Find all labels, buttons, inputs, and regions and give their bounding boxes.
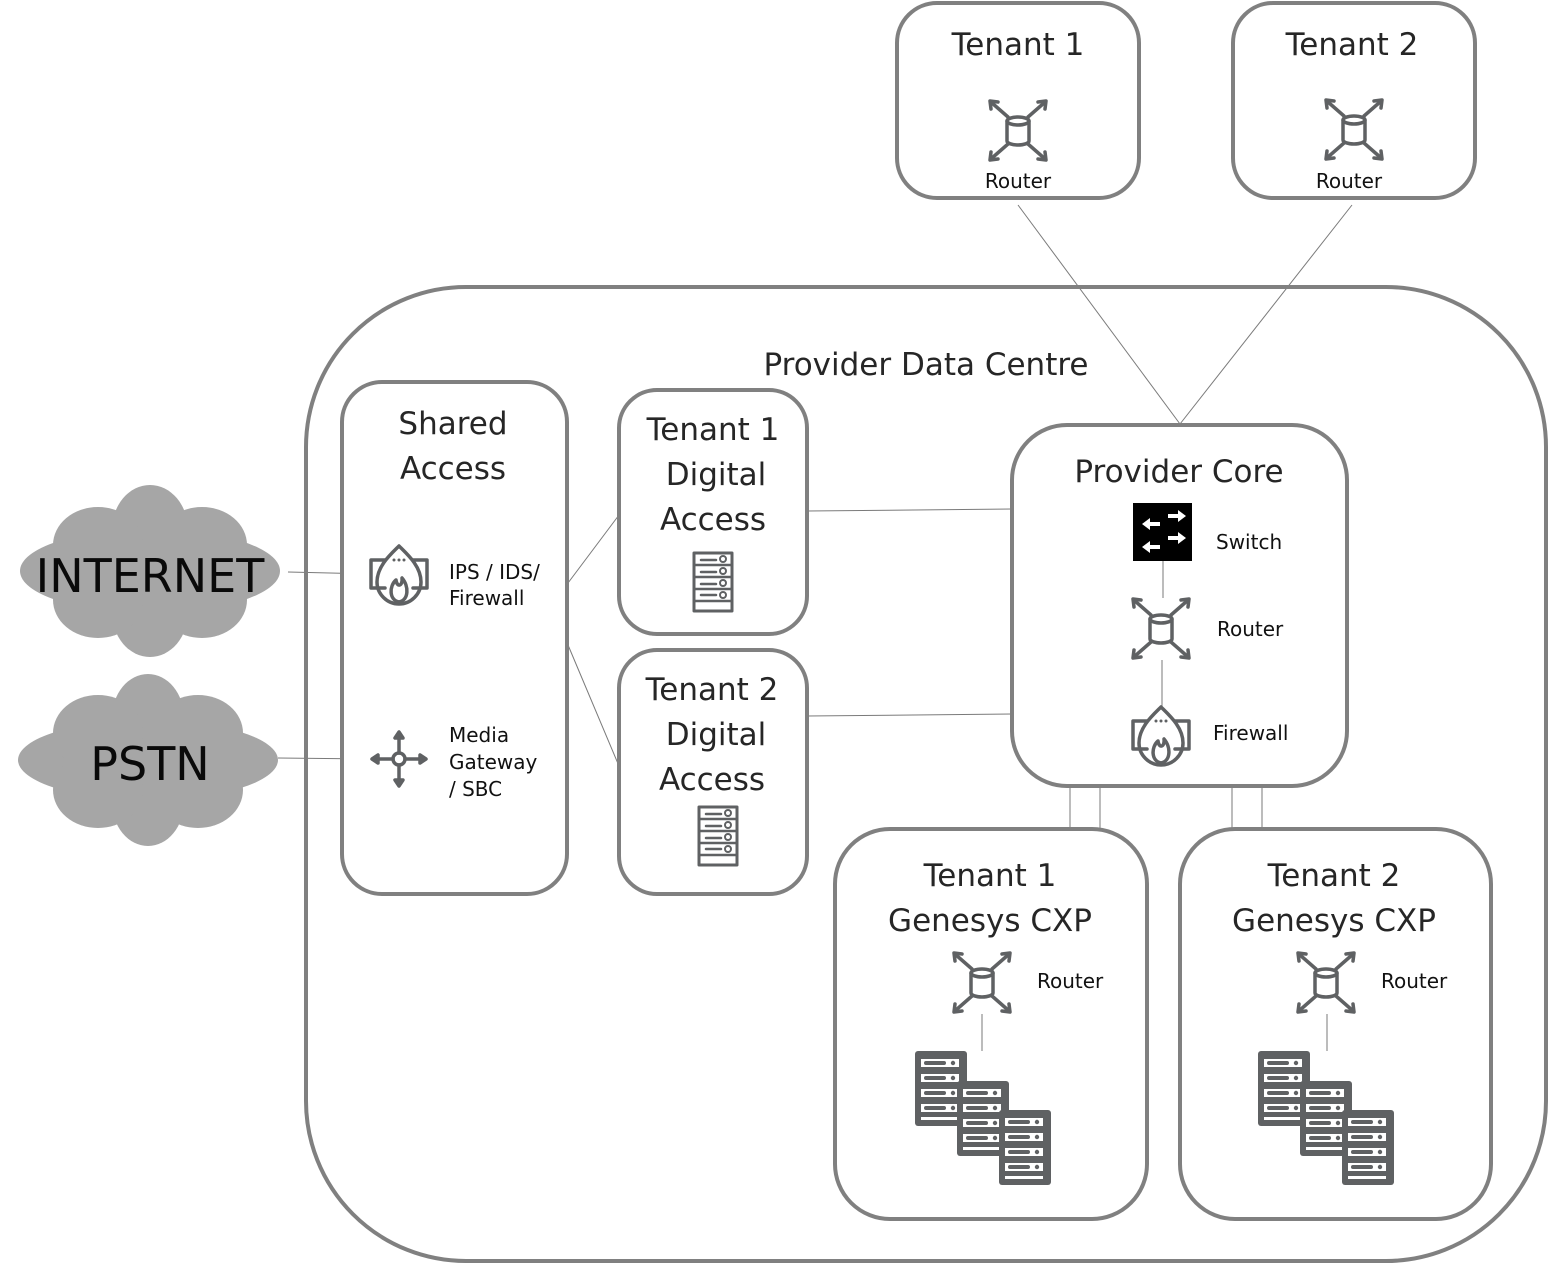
core-router-label: Router [1217, 617, 1284, 641]
tenant-1-digital-access-line1: Tenant 1 [646, 412, 780, 448]
shared-access-title-line2: Access [400, 451, 506, 487]
ips-ids-firewall-label-line1: IPS / IDS/ [449, 560, 540, 584]
provider-data-centre: Provider Data Centre [304, 285, 1548, 1263]
tenant-1-digital-access-line3: Access [660, 502, 766, 538]
media-gateway-label-line2: Gateway [449, 750, 538, 774]
connections [277, 204, 1353, 829]
media-gateway-label-line1: Media [449, 723, 509, 747]
external-tenant-1-title: Tenant 1 [951, 27, 1085, 63]
tenant-2-genesys-router-label: Router [1381, 969, 1448, 993]
pstn-label: PSTN [90, 737, 209, 791]
shared-access-title-line1: Shared [398, 406, 507, 442]
tenant-1-genesys-cxp[interactable]: Tenant 1 Genesys CXP Router [833, 827, 1149, 1221]
ips-ids-firewall-label-line2: Firewall [449, 586, 524, 610]
tenant-2-digital-access-line1: Tenant 2 [645, 672, 779, 708]
link-shared-to-tenant2-digital [567, 644, 620, 767]
tenant-2-genesys-line1: Tenant 2 [1267, 858, 1401, 894]
tenant-2-digital-access-line3: Access [659, 762, 765, 798]
link-tenant2-router-to-core [1179, 204, 1353, 425]
switch-icon [1133, 503, 1192, 561]
tenant-1-digital-access[interactable]: Tenant 1 Digital Access [617, 388, 809, 636]
external-tenant-2[interactable]: Tenant 2 Router [1231, 1, 1477, 200]
internet-label: INTERNET [36, 549, 266, 603]
tenant-2-genesys-cxp[interactable]: Tenant 2 Genesys CXP Router [1178, 827, 1493, 1221]
link-tenant1-digital-to-core [806, 508, 1013, 512]
core-firewall-label: Firewall [1213, 721, 1288, 745]
provider-core[interactable]: Provider Core Switch Router Firewall [1010, 423, 1349, 788]
external-tenant-1[interactable]: Tenant 1 Router [895, 1, 1141, 200]
tenant-1-digital-access-line2: Digital [666, 457, 767, 493]
external-tenant-2-title: Tenant 2 [1285, 27, 1419, 63]
provider-data-centre-title: Provider Data Centre [763, 347, 1088, 383]
media-gateway-icon [370, 730, 428, 788]
link-tenant2-digital-to-core [806, 713, 1013, 717]
tenant-2-digital-access-line2: Digital [666, 717, 767, 753]
external-tenant-1-router-label: Router [985, 169, 1052, 193]
core-switch-label: Switch [1216, 530, 1282, 554]
tenant-1-genesys-router-label: Router [1037, 969, 1104, 993]
shared-access[interactable]: Shared Access IPS / IDS/ Firewall Media … [340, 380, 569, 896]
link-tenant1-router-to-core [1017, 204, 1181, 425]
tenant-1-genesys-line2: Genesys CXP [888, 903, 1092, 939]
tenant-2-digital-access[interactable]: Tenant 2 Digital Access [617, 648, 809, 896]
external-tenant-2-router-label: Router [1316, 169, 1383, 193]
provider-core-title: Provider Core [1074, 454, 1283, 490]
tenant-1-genesys-line1: Tenant 1 [923, 858, 1057, 894]
pstn-cloud[interactable]: PSTN [18, 674, 278, 846]
tenant-2-genesys-line2: Genesys CXP [1232, 903, 1436, 939]
media-gateway-label-line3: / SBC [449, 777, 502, 801]
internet-cloud[interactable]: INTERNET [20, 485, 280, 657]
link-shared-to-tenant1-digital [567, 514, 620, 584]
